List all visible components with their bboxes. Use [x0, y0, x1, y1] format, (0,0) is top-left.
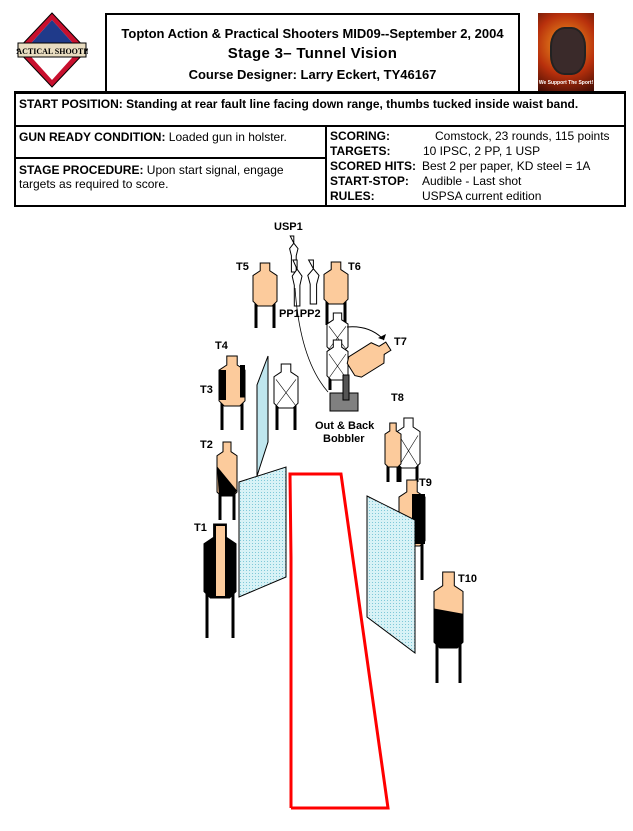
popper-pp1 [291, 259, 303, 307]
popper-pp2 [307, 259, 320, 305]
scoring-value: Comstock, 23 rounds, 115 points [435, 129, 610, 143]
label-t4: T4 [215, 340, 229, 352]
scoring-label: SCORED HITS: [330, 159, 417, 173]
stage-procedure: STAGE PROCEDURE: Upon start signal, enga… [14, 157, 327, 207]
arrowhead-icon [378, 334, 386, 340]
no-shoot [273, 363, 299, 409]
label-t1: T1 [194, 522, 207, 534]
scoring-label: TARGETS: [330, 144, 391, 158]
scoring-value: Best 2 per paper, KD steel = 1A [422, 159, 591, 173]
practical-shooting-logo: PRACTICAL SHOOTING [16, 12, 88, 88]
label-t9: T9 [419, 477, 432, 489]
label-bobbler-2: Bobbler [323, 433, 365, 445]
scoring-label: RULES: [330, 189, 375, 203]
label-t3: T3 [200, 384, 213, 396]
no-shoot-x [328, 326, 347, 350]
scoring-row: TARGETS: 10 IPSC, 2 PP, 1 USP [330, 144, 621, 159]
scoring-label: START-STOP: [330, 174, 409, 188]
gun-ready-label: GUN READY CONDITION: [19, 130, 166, 144]
hardcover [219, 370, 226, 400]
no-shoot-x [398, 435, 419, 467]
scoring-value: Audible - Last shot [422, 174, 522, 188]
club-logo: We Support The Sport! [538, 13, 594, 92]
no-shoot-x [328, 353, 347, 379]
start-position-label: START POSITION: [19, 97, 123, 111]
label-usp1: USP1 [274, 221, 303, 233]
label-t2: T2 [200, 439, 213, 451]
scoring-box: SCORING:Comstock, 23 rounds, 115 points … [325, 125, 626, 207]
start-position-text: Standing at rear fault line facing down … [126, 97, 579, 111]
target-t8 [384, 422, 402, 468]
label-t10: T10 [458, 573, 477, 585]
no-shoot-t8 [396, 417, 421, 469]
label-bobbler-1: Out & Back [315, 420, 375, 432]
fault-line [288, 472, 390, 810]
barrier-wall-left [238, 466, 287, 598]
scoring-row: START-STOP: Audible - Last shot [330, 174, 621, 189]
procedure-text: Upon start signal, engage targets as req… [19, 163, 284, 191]
procedure-label: STAGE PROCEDURE: [19, 163, 144, 177]
course-designer: Course Designer: Larry Eckert, TY46167 [188, 67, 437, 82]
label-t7: T7 [394, 336, 407, 348]
scoring-label: SCORING: [330, 129, 390, 143]
target-t6 [323, 261, 349, 305]
barrier-wall-right [366, 495, 416, 654]
stage-title: Stage 3– Tunnel Vision [227, 45, 398, 62]
hardcover [240, 365, 245, 398]
header-box: Topton Action & Practical Shooters MID09… [105, 13, 520, 93]
svg-text:PRACTICAL SHOOTING: PRACTICAL SHOOTING [16, 47, 88, 56]
hardcover [434, 608, 463, 648]
scoring-row: SCORING: Comstock, 23 rounds, 115 points [330, 129, 621, 144]
target-t7 [346, 341, 392, 378]
match-title: Topton Action & Practical Shooters MID09… [121, 26, 504, 41]
scoring-row: RULES: USPSA current edition [330, 189, 621, 204]
scoring-value: USPSA current edition [422, 189, 542, 203]
gun-ready-text: Loaded gun in holster. [168, 130, 287, 144]
label-t5: T5 [236, 261, 249, 273]
hardcover [217, 466, 237, 496]
label-t6: T6 [348, 261, 361, 273]
target-t1-visible [216, 526, 225, 596]
label-t8: T8 [391, 392, 404, 404]
label-pp: PP1PP2 [279, 308, 321, 320]
barrier-wall-narrow [256, 355, 269, 477]
scoring-row: SCORED HITS: Best 2 per paper, KD steel =… [330, 159, 621, 174]
no-shoot-x [275, 379, 297, 407]
bobbler-arm [342, 374, 350, 401]
activator-cable [294, 287, 329, 393]
scoring-value: 10 IPSC, 2 PP, 1 USP [423, 144, 541, 158]
target-t5 [252, 262, 278, 307]
